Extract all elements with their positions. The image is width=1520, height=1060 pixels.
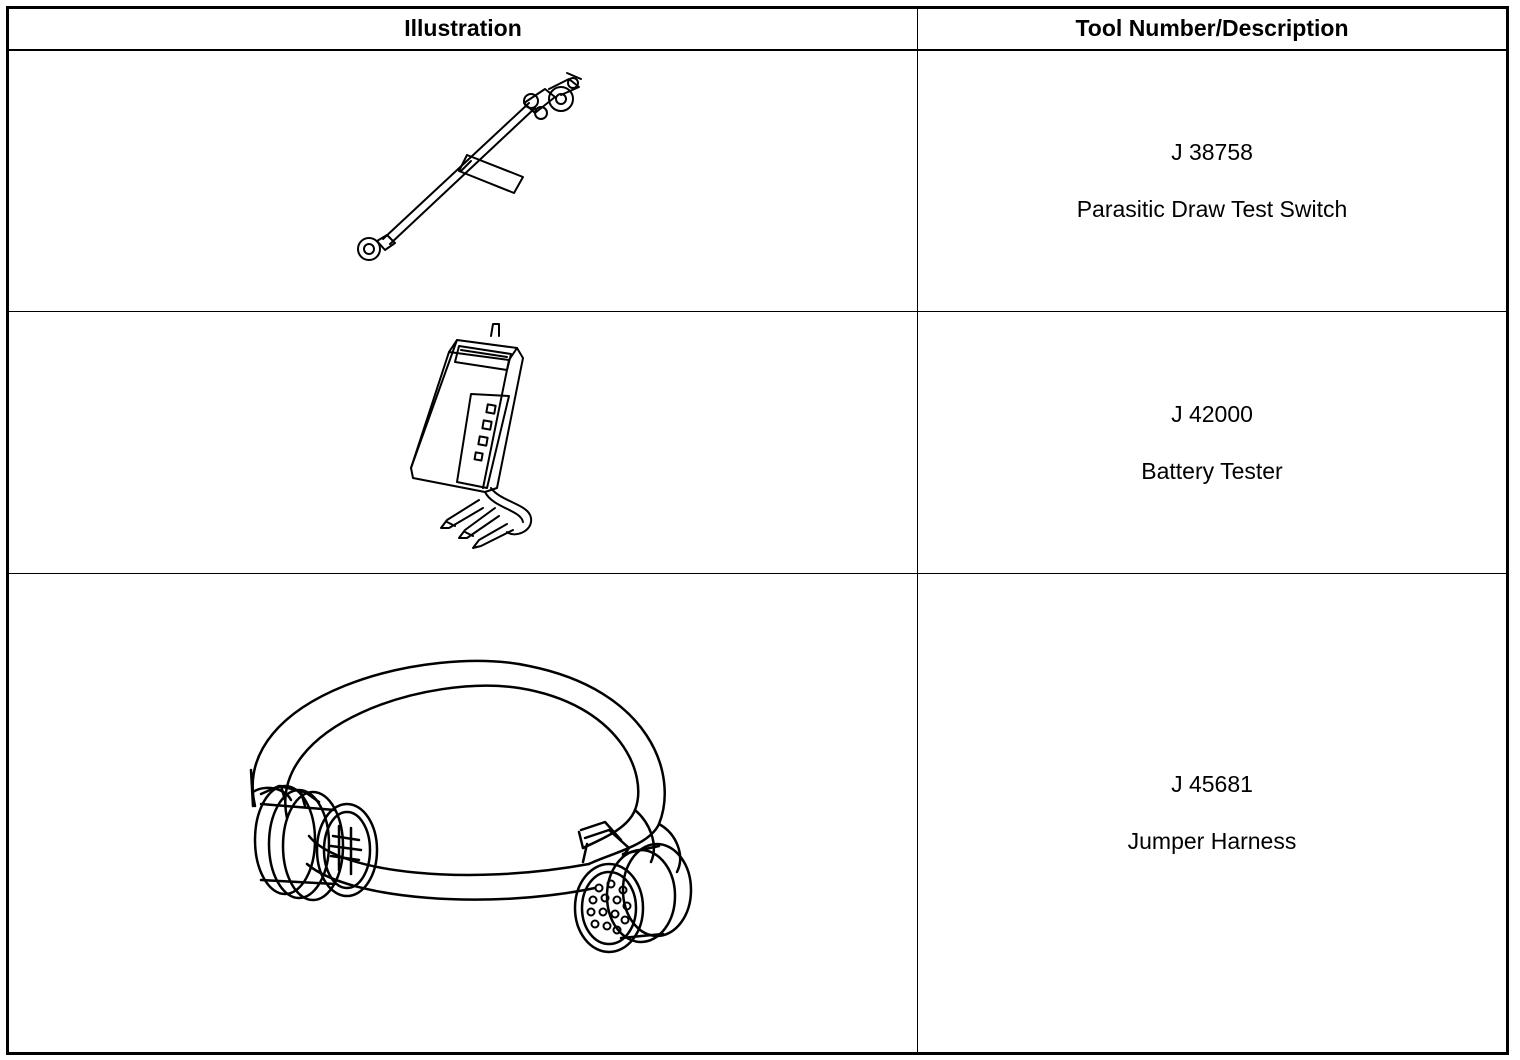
description-cell: J 38758 Parasitic Draw Test Switch [917,49,1508,312]
illustration-cell [7,311,918,574]
jumper-harness-illustration [249,659,693,954]
tool-description: Parasitic Draw Test Switch [1076,195,1348,222]
table-row: J 38758 Parasitic Draw Test Switch [7,49,1508,312]
tool-number: J 42000 [1171,400,1253,427]
illustration-cell [7,49,918,312]
header-tool-number-description: Tool Number/Description [917,7,1508,51]
description-cell: J 45681 Jumper Harness [917,573,1508,1054]
tool-number: J 38758 [1171,138,1253,165]
tool-description: Battery Tester [1141,457,1283,484]
description-cell: J 42000 Battery Tester [917,311,1508,574]
tool-table: Illustration Tool Number/Description [6,6,1509,1055]
table-header-row: Illustration Tool Number/Description [7,7,1508,51]
header-illustration: Illustration [7,7,918,51]
table-row: J 42000 Battery Tester [7,311,1508,574]
table-row: J 45681 Jumper Harness [7,573,1508,1054]
tool-number: J 45681 [1171,771,1253,797]
tool-description: Jumper Harness [1127,828,1297,854]
illustration-cell [7,573,918,1054]
battery-tester-illustration [410,323,533,549]
parasitic-draw-switch-illustration [357,71,582,261]
